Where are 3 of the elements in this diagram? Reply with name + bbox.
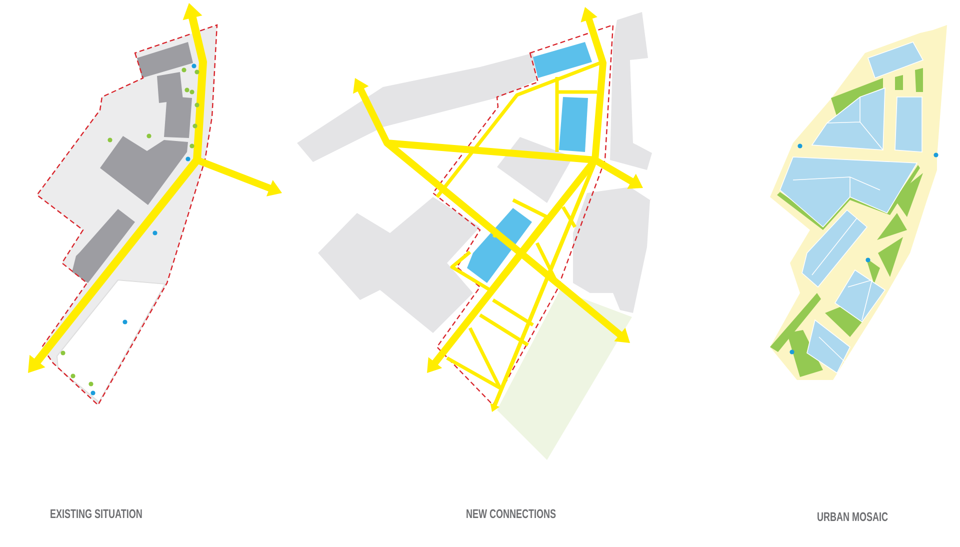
panel-caption: URBAN MOSAIC [817, 510, 888, 524]
panel-caption: NEW CONNECTIONS [466, 507, 556, 521]
panel-caption: EXISTING SITUATION [50, 507, 142, 521]
